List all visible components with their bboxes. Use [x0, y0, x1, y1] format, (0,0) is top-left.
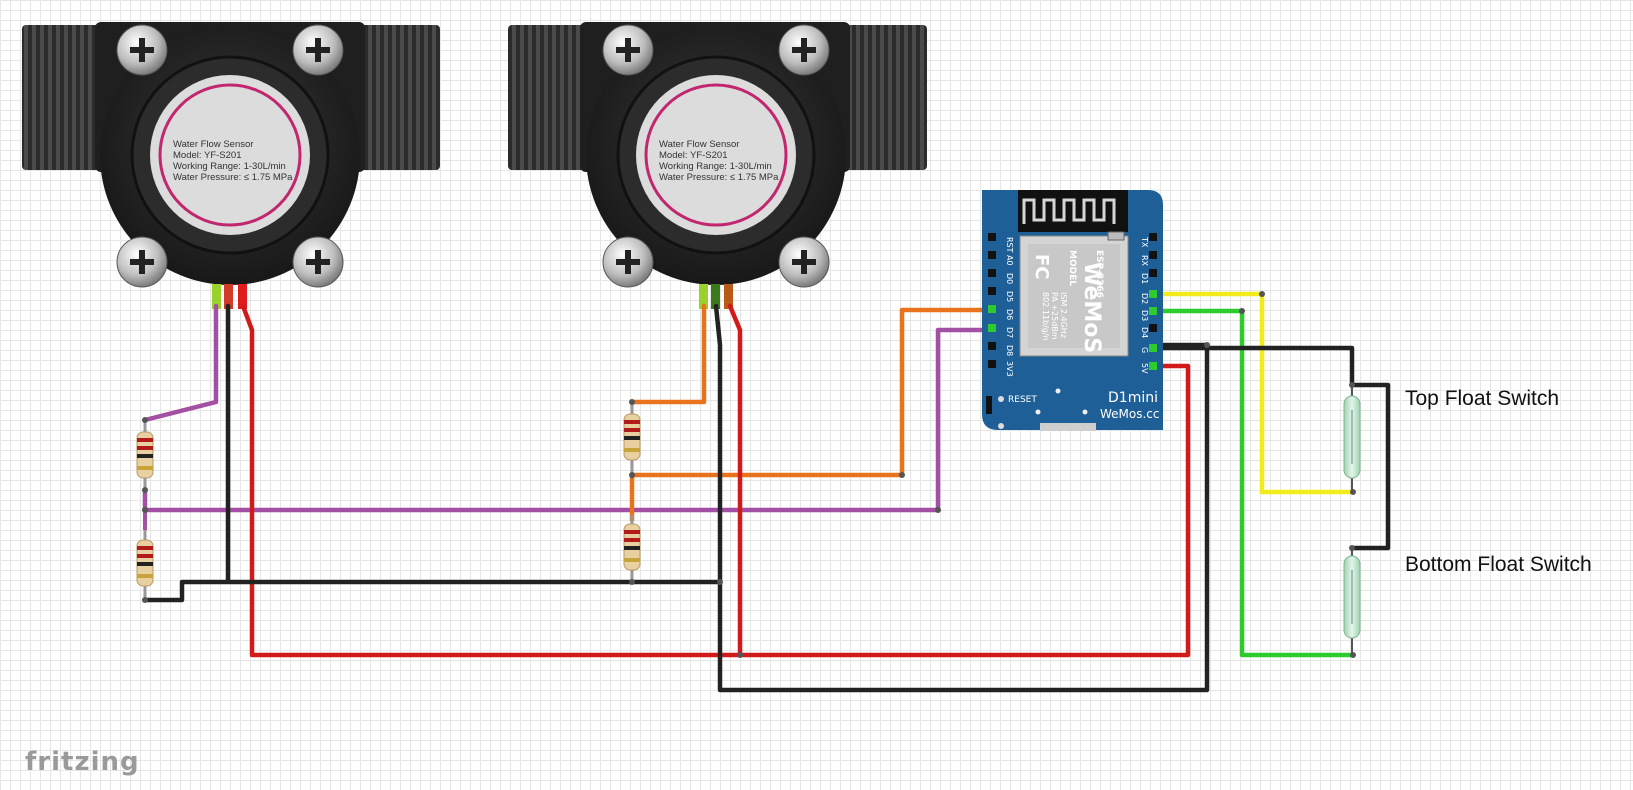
- board-wifi: 802.11b/g/n: [1041, 292, 1050, 341]
- bottom-float-switch[interactable]: [1343, 548, 1361, 655]
- wire-black[interactable]: [713, 303, 1210, 693]
- screw-icon: [292, 24, 344, 76]
- pin-label: A0: [1005, 255, 1014, 266]
- pin-label: TX: [1140, 236, 1149, 248]
- screw-icon: [292, 236, 344, 288]
- board-name: D1mini: [1108, 390, 1158, 406]
- wire-purple[interactable]: [142, 327, 991, 513]
- sensor-title: Water Flow Sensor: [659, 139, 739, 150]
- sensor-range: Working Range: 1-30L/min: [659, 161, 772, 172]
- screw-icon: [602, 236, 654, 288]
- pin-label: D8: [1005, 345, 1014, 356]
- sensor-range: Working Range: 1-30L/min: [173, 161, 286, 172]
- junction-dots: [142, 291, 1356, 658]
- wemos-d1-mini-board[interactable]: RST A0 D0 D5 D6 D7 D8 3V3 TX RX D1 D2 D3…: [982, 190, 1163, 431]
- top-float-switch[interactable]: [1343, 385, 1361, 492]
- screw-icon: [116, 236, 168, 288]
- screw-icon: [778, 236, 830, 288]
- wire-black[interactable]: [142, 579, 723, 603]
- screw-icon: [778, 24, 830, 76]
- reset-button[interactable]: [998, 396, 1004, 402]
- board-brand-logo: WeMoS: [1079, 262, 1104, 353]
- resistor-4[interactable]: [623, 515, 641, 582]
- board-freq: ISM 2.4GHz: [1059, 292, 1068, 338]
- top-float-switch-label: Top Float Switch: [1405, 387, 1559, 410]
- pin-label: D3: [1140, 310, 1149, 321]
- sensor-model: Model: YF-S201: [659, 150, 727, 161]
- board-model-label: MODEL: [1067, 250, 1077, 286]
- pin-label: D4: [1140, 327, 1149, 338]
- pin-label: 5V: [1140, 363, 1149, 374]
- fritzing-logo: fritzing: [25, 747, 140, 777]
- wire-red[interactable]: [727, 303, 743, 658]
- wire-orange[interactable]: [629, 307, 991, 523]
- flow-sensor-2: Water Flow Sensor Model: YF-S201 Working…: [508, 22, 927, 309]
- pin-labels-right: TX RX D1 D2 D3 D4 G 5V: [1140, 236, 1149, 374]
- sensor-pressure: Water Pressure: ≤ 1.75 MPa: [659, 172, 779, 183]
- pin-label: D2: [1140, 293, 1149, 304]
- pin-label: 3V3: [1005, 361, 1014, 377]
- wire-yellow[interactable]: [1159, 291, 1356, 495]
- wire-purple[interactable]: [142, 303, 219, 423]
- reset-label: RESET: [1008, 395, 1037, 405]
- wire-green[interactable]: [1159, 308, 1356, 658]
- screw-icon: [602, 24, 654, 76]
- flow-sensor-1: Water Flow Sensor Model: YF-S201 Working…: [22, 22, 440, 309]
- board-site: WeMos.cc: [1100, 407, 1160, 421]
- pin-label: D5: [1005, 291, 1014, 302]
- pin-header-right: [1149, 233, 1157, 370]
- pin-labels-left: RST A0 D0 D5 D6 D7 D8 3V3: [1005, 237, 1014, 377]
- pin-label: RST: [1005, 237, 1014, 253]
- fc-mark: FC: [1031, 254, 1052, 280]
- pin-label: D0: [1005, 273, 1014, 284]
- board-chip: ESP-8266: [1094, 250, 1104, 298]
- pin-label: D7: [1005, 327, 1014, 338]
- screw-icon: [116, 24, 168, 76]
- pin-label: D6: [1005, 309, 1014, 320]
- pin-label: G: [1140, 347, 1149, 353]
- pin-header-left: [988, 233, 996, 368]
- sensor-pressure: Water Pressure: ≤ 1.75 MPa: [173, 172, 293, 183]
- sensor-model: Model: YF-S201: [173, 150, 241, 161]
- resistor-2[interactable]: [136, 530, 154, 600]
- resistor-3[interactable]: [623, 402, 641, 475]
- wire-black[interactable]: [1159, 345, 1391, 551]
- usb-port[interactable]: [1040, 423, 1096, 431]
- pin-label: RX: [1140, 255, 1149, 267]
- board-pa: PA +25dBm: [1050, 292, 1059, 340]
- bottom-float-switch-label: Bottom Float Switch: [1405, 553, 1592, 576]
- pin-label: D1: [1140, 273, 1149, 284]
- wires: [142, 291, 1391, 693]
- wire-orange[interactable]: [629, 303, 707, 405]
- sensor-title: Water Flow Sensor: [173, 139, 253, 150]
- resistor-1[interactable]: [136, 420, 154, 490]
